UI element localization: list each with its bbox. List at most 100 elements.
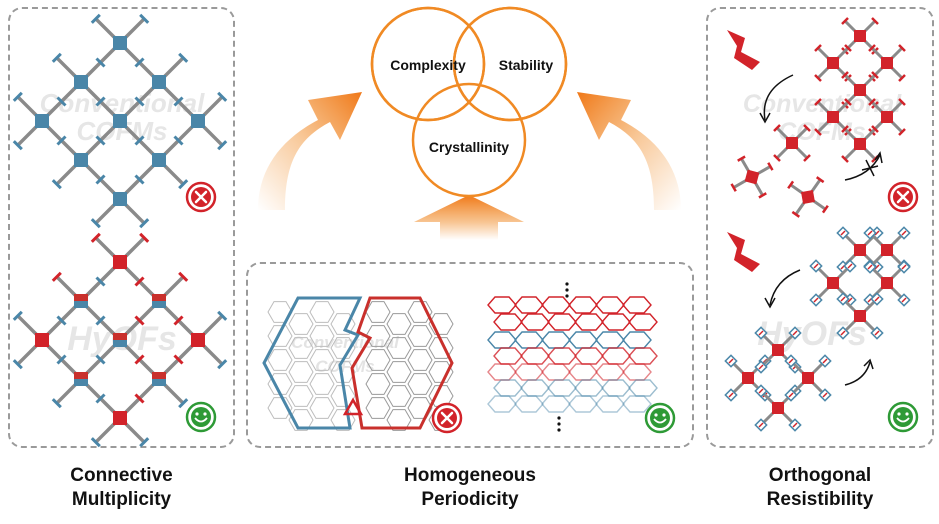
caption-right: Orthogonal Resistibility <box>706 464 934 512</box>
terminal-group <box>814 98 822 106</box>
layer-hexagon <box>541 296 571 314</box>
layer-hexagon <box>520 347 550 365</box>
right-good-badge <box>887 401 919 433</box>
node-square <box>772 402 784 414</box>
linkage-mark <box>95 57 106 68</box>
linkage-mark <box>173 96 184 107</box>
node-square <box>881 244 893 256</box>
terminal-group <box>12 140 23 151</box>
honeycomb-cell <box>428 361 454 383</box>
honeycomb-cell <box>407 349 433 371</box>
layer-hexagon <box>514 395 544 413</box>
left-bottom-network: HyOFs <box>12 232 228 448</box>
red-domain-outline <box>350 296 454 430</box>
terminal-group <box>868 44 876 52</box>
monomer-node <box>868 98 906 136</box>
linkage-mark <box>95 315 106 326</box>
node-square <box>113 36 127 50</box>
smiley-icon <box>650 408 670 428</box>
node-square <box>827 277 839 289</box>
venn-circle-crystallinity <box>411 82 527 198</box>
node-square <box>152 294 166 308</box>
linkage-mark <box>95 276 106 287</box>
node-square <box>74 75 88 89</box>
layer-hexagon <box>520 379 550 397</box>
linkage-mark <box>95 135 106 146</box>
terminal-group <box>178 271 189 282</box>
right-bad-badge <box>887 181 919 213</box>
honeycomb-cell <box>386 313 412 335</box>
terminal-group <box>814 44 822 52</box>
node-square <box>802 372 814 384</box>
monomer-node <box>784 354 832 402</box>
layer-hexagon <box>595 331 625 349</box>
left-panel <box>8 7 235 448</box>
linkage-mark <box>134 135 145 146</box>
monomer-node <box>787 176 829 218</box>
layer-hexagon <box>601 379 631 397</box>
honeycomb-cell <box>407 373 433 395</box>
linkage-mark <box>173 315 184 326</box>
terminal-group <box>841 125 849 133</box>
terminal-group <box>758 192 767 199</box>
node-square <box>191 333 205 347</box>
linkage-mark <box>134 354 145 365</box>
node-square <box>74 372 88 386</box>
linkage-mark <box>56 135 67 146</box>
layer-hexagon <box>622 331 652 349</box>
honeycomb-cell <box>288 409 314 431</box>
layer-hexagon <box>595 395 625 413</box>
terminal-group <box>898 74 906 82</box>
honeycomb-cell <box>309 397 335 419</box>
caption-right-line2: Resistibility <box>766 489 874 510</box>
terminal-group <box>844 98 852 106</box>
right-top-watermark-line1: Conventional <box>743 90 902 118</box>
arrow-left-to-venn <box>258 92 362 210</box>
left-good-badge <box>185 401 217 433</box>
terminal-group <box>217 359 228 370</box>
venn-label-stability: Stability <box>499 57 554 73</box>
node-square <box>152 75 166 89</box>
terminal-group <box>871 17 879 25</box>
layer-hexagon <box>514 296 544 314</box>
layer-hexagon <box>574 313 604 331</box>
terminal-group <box>178 179 189 190</box>
terminal-group <box>217 91 228 102</box>
terminal-group <box>844 44 852 52</box>
venn-label-crystallinity: Crystallinity <box>429 139 509 155</box>
node-square <box>113 255 127 269</box>
linkage-mark <box>134 315 145 326</box>
linkage-mark <box>173 354 184 365</box>
honeycomb-cell <box>267 325 293 347</box>
terminal-group <box>815 176 825 184</box>
linkage-mark <box>56 315 67 326</box>
terminal-group <box>90 218 101 229</box>
node-square <box>74 294 88 308</box>
terminal-group <box>803 124 811 132</box>
arrow-right-to-venn <box>577 92 681 210</box>
honeycomb-cell <box>330 313 356 335</box>
arrow-up-to-venn <box>414 195 524 240</box>
node-square <box>854 84 866 96</box>
node-square <box>113 114 127 128</box>
honeycomb-cell <box>365 373 391 395</box>
caption-left-line1: Connective <box>70 465 173 486</box>
layer-hexagon <box>595 296 625 314</box>
node-square <box>854 244 866 256</box>
node-square <box>113 411 127 425</box>
terminal-group <box>841 17 849 25</box>
node-square <box>854 138 866 150</box>
layer-hexagon <box>622 395 652 413</box>
right-panel <box>706 7 934 448</box>
terminal-group <box>803 154 811 162</box>
caption-middle-line1: Homogeneous <box>404 465 536 486</box>
cross-icon <box>896 190 910 204</box>
vertical-ellipsis-icon <box>557 282 569 432</box>
honeycomb-cell <box>309 301 335 323</box>
terminal-group <box>51 179 62 190</box>
linkage-mark <box>56 354 67 365</box>
terminal-group <box>90 437 101 448</box>
honeycomb-cell <box>386 361 412 383</box>
honeycomb-cell <box>365 349 391 371</box>
